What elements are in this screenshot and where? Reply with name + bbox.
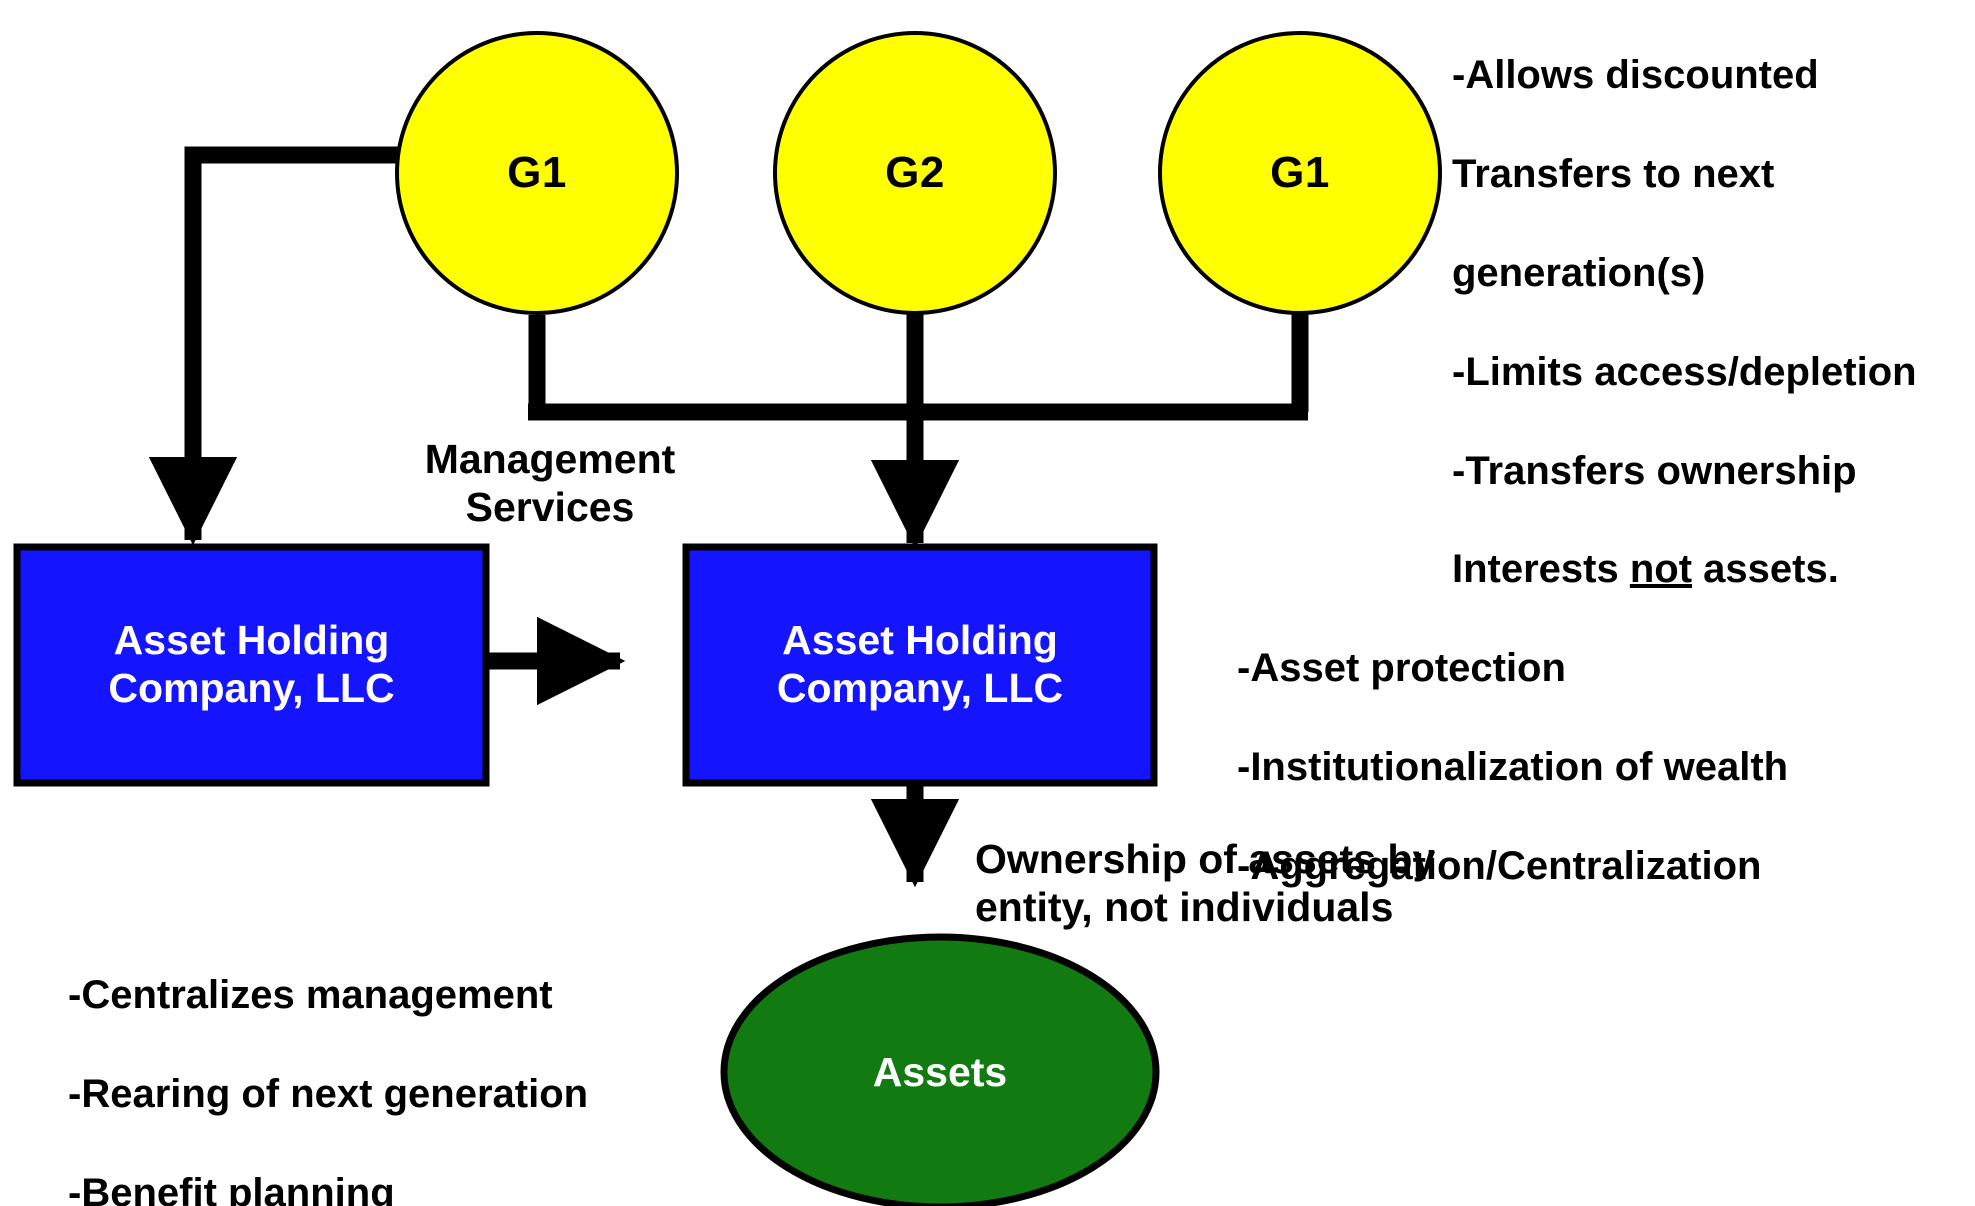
annotation-bottom-left-line-1: -Centralizes management: [68, 973, 553, 1018]
annotation-middle-right-line-3: -Aggregation/Centralization: [1237, 843, 1762, 888]
edge-label-ownership-of-assets: Ownership of assets by entity, not indiv…: [975, 836, 1436, 931]
generation-circle-g2-middle[interactable]: [773, 31, 1057, 315]
annotation-not-emphasis: not: [1629, 547, 1693, 592]
entity-box-right[interactable]: [682, 543, 1158, 787]
annotation-interests-prefix: Interests: [1452, 547, 1630, 592]
annotation-bottom-left: -Centralizes management -Rearing of next…: [68, 922, 768, 1206]
entity-box-left[interactable]: [13, 543, 490, 787]
annotation-top-right-line-1: -Allows discounted: [1452, 53, 1819, 98]
annotation-middle-right-line-1: -Asset protection: [1237, 646, 1566, 691]
annotation-middle-right: -Asset protection -Institutionalization …: [1237, 595, 1937, 941]
assets-ellipse[interactable]: [720, 933, 1160, 1206]
annotation-top-right-line-4: -Limits access/depletion: [1452, 349, 1917, 394]
annotation-top-right-line-3: generation(s): [1452, 250, 1706, 295]
annotation-bottom-left-line-3: -Benefit planning: [68, 1170, 395, 1206]
annotation-middle-right-line-2: -Institutionalization of wealth: [1237, 745, 1789, 790]
annotation-top-right-line-5: -Transfers ownership: [1452, 448, 1857, 493]
edge-g1left-to-left-company: [148, 146, 415, 546]
generation-circle-g1-left[interactable]: [395, 31, 679, 315]
annotation-top-right-line-2: Transfers to next: [1452, 152, 1775, 197]
edge-label-management-services: Management Services: [424, 436, 676, 531]
annotation-top-right: -Allows discounted Transfers to next gen…: [1452, 2, 1975, 644]
annotation-bottom-left-line-2: -Rearing of next generation: [68, 1072, 589, 1117]
generation-circle-g1-right[interactable]: [1158, 31, 1442, 315]
annotation-top-right-line-6: Interests not assets.: [1452, 545, 1975, 594]
annotation-assets-suffix: assets.: [1692, 547, 1839, 592]
